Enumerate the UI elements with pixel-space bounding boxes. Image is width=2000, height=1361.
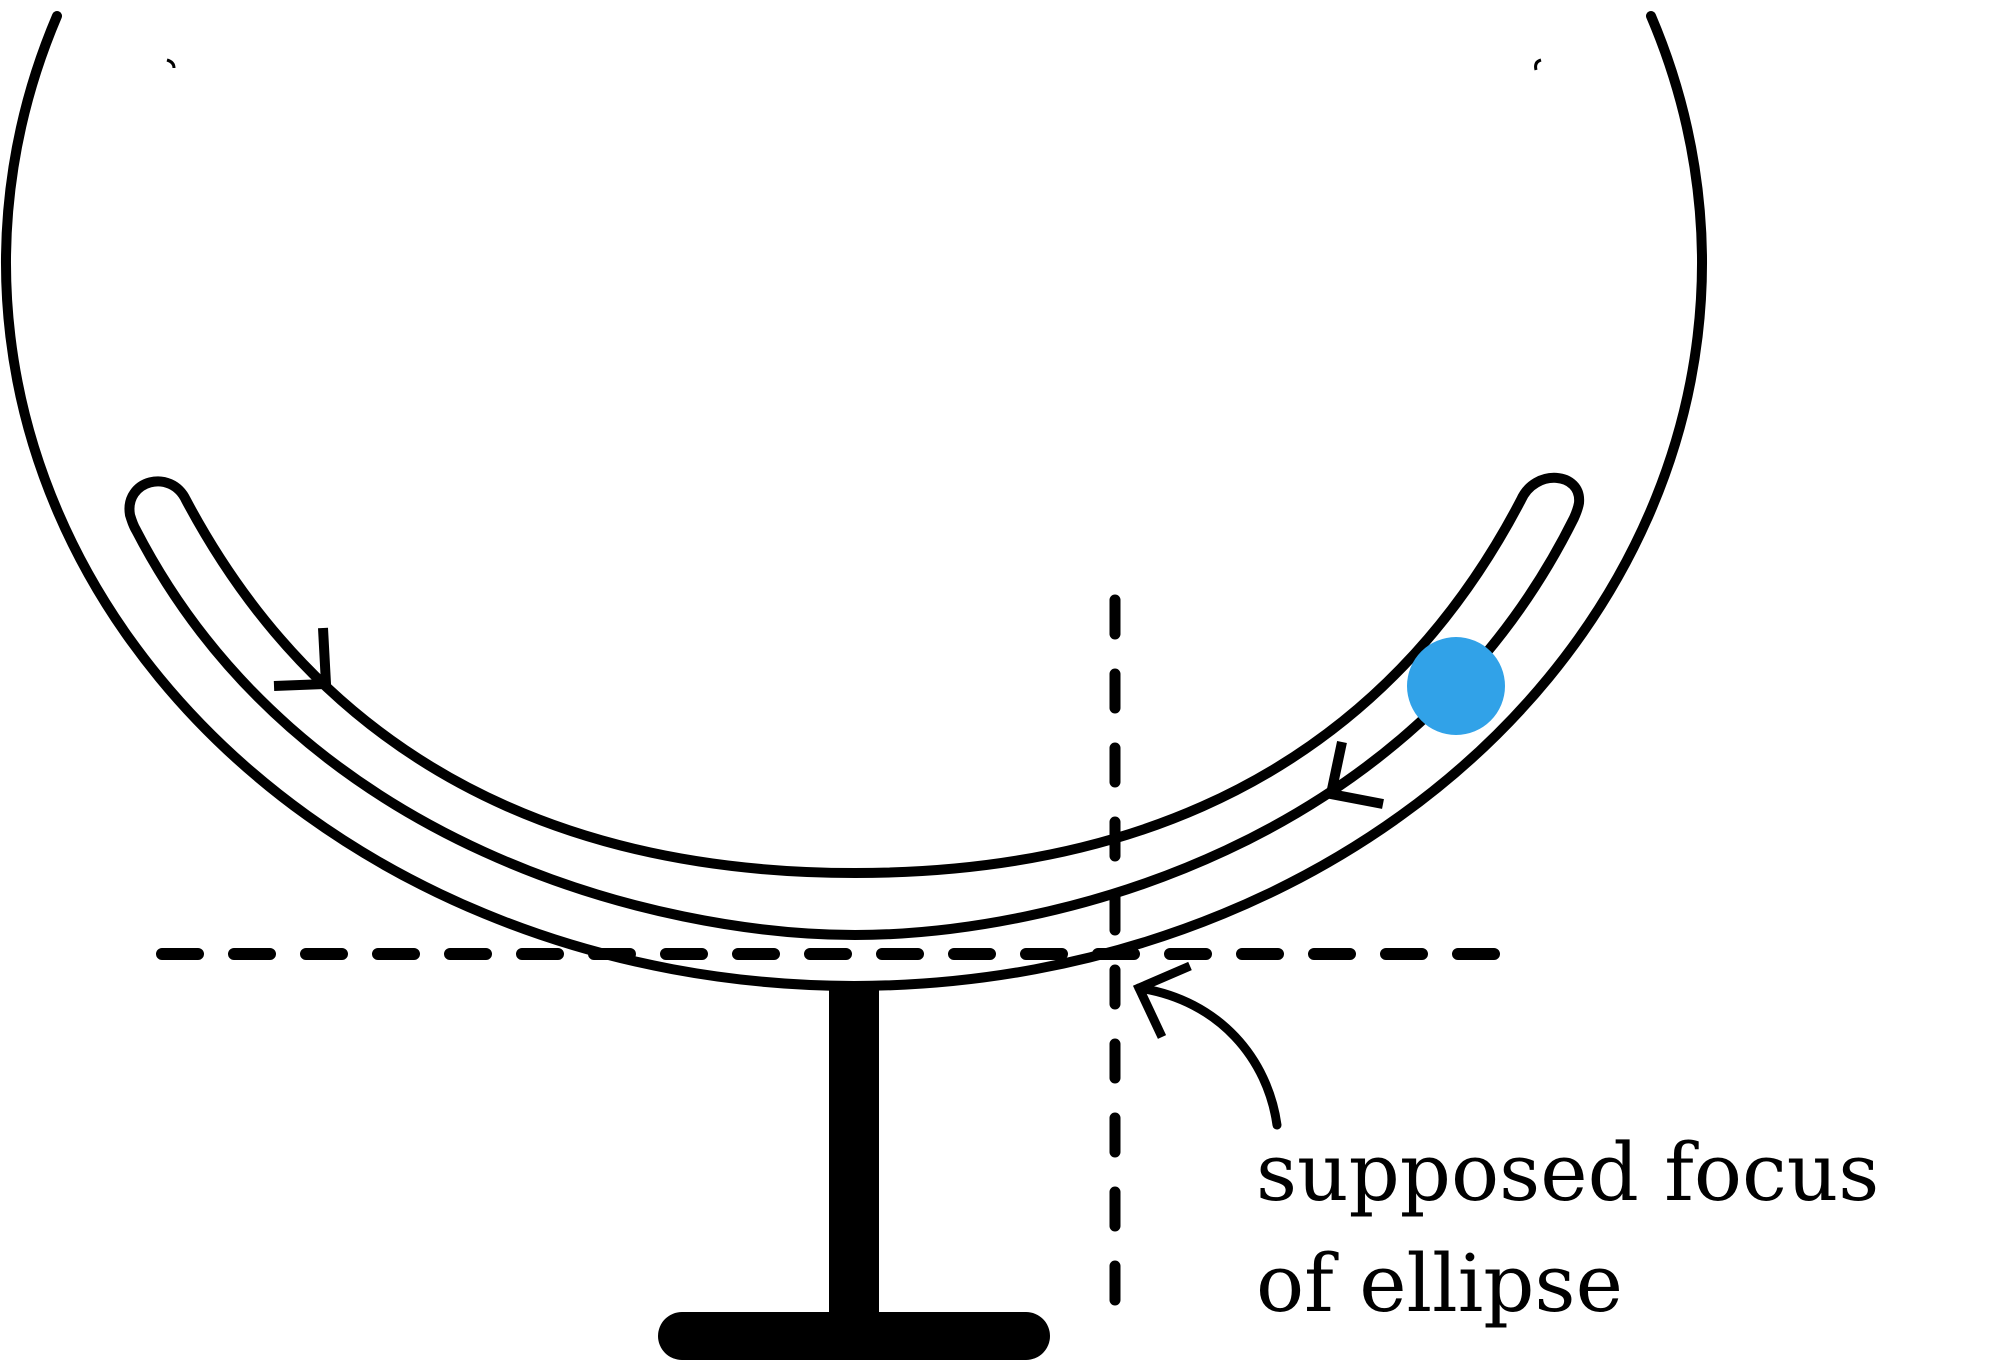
stand-stem — [829, 990, 879, 1320]
top-right-tick — [1534, 58, 1542, 71]
track-direction-arrow-left — [273, 627, 332, 691]
inner-track — [124, 472, 1585, 940]
outer-bowl-arc — [1, 11, 1707, 991]
annotation-arrowhead — [1132, 961, 1192, 1039]
top-left-tick — [166, 58, 176, 69]
annotation-line-1: supposed focus — [1256, 1126, 1879, 1219]
ball — [1407, 637, 1505, 735]
annotation-pointer-curve — [1134, 983, 1282, 1130]
track-direction-arrow-right — [1325, 740, 1384, 809]
annotation-line-2: of ellipse — [1256, 1237, 1623, 1330]
